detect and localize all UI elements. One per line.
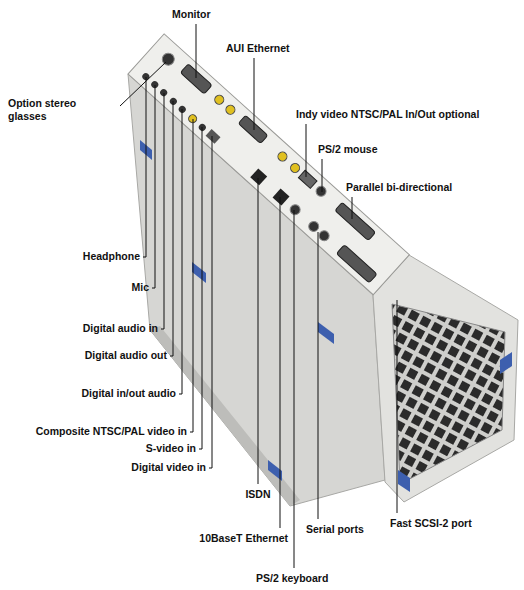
ethernet-port (273, 189, 290, 206)
blue-clip (318, 322, 334, 344)
rca-jack (289, 162, 302, 175)
callout-label: S-video in (146, 442, 196, 455)
serial-port (307, 219, 321, 233)
leader-line (397, 300, 398, 513)
leader-line (294, 210, 295, 568)
callout-label: Mic (131, 281, 149, 294)
blue-clip (398, 470, 410, 492)
callout-label: Monitor (172, 8, 211, 21)
leader-line (254, 58, 255, 130)
leader-line (306, 124, 307, 177)
parallel-port (335, 202, 376, 240)
serial-port (317, 229, 331, 243)
leader-line (209, 136, 212, 468)
keyboard-port (288, 203, 302, 217)
callout-label: Digital audio in (83, 322, 158, 335)
leader-line (170, 101, 173, 356)
rca-jack (224, 103, 237, 116)
leader-line (322, 159, 323, 192)
leader-line (196, 24, 197, 78)
blue-clip (192, 262, 206, 283)
callout-label: Serial ports (306, 523, 364, 536)
panel-plate (128, 34, 409, 295)
leader-line (318, 232, 319, 519)
callout-label: Headphone (83, 250, 140, 263)
leader-line (143, 77, 146, 257)
back-panel (128, 34, 409, 295)
callout-label: Fast SCSI-2 port (390, 517, 472, 530)
leader-line (199, 127, 202, 449)
callout-label: Parallel bi-directional (346, 181, 452, 194)
callout-label: AUI Ethernet (226, 42, 290, 55)
callout-label: 10BaseT Ethernet (199, 532, 288, 545)
chassis-side (128, 74, 385, 506)
audio-jacks (141, 71, 221, 144)
callout-label: Digital in/out audio (82, 387, 177, 400)
leader-line (352, 197, 353, 219)
callout-label: Composite NTSC/PAL video in (36, 425, 187, 438)
rca-jack (213, 93, 226, 106)
isdn-port (250, 168, 267, 185)
callout-label: ISDN (245, 488, 270, 501)
leader-lines (120, 24, 397, 568)
callout-label: Option stereo glasses (8, 97, 116, 123)
leader-line (179, 109, 182, 394)
mouse-port (314, 184, 328, 198)
callout-label: PS/2 keyboard (256, 572, 328, 585)
leader-line (190, 119, 193, 432)
scsi-port (336, 245, 377, 283)
callout-label: Digital video in (131, 461, 206, 474)
callout-label: Digital audio out (85, 349, 167, 362)
leader-line (280, 197, 281, 528)
leader-line (161, 93, 164, 329)
vent-grille (392, 304, 505, 484)
leader-line (152, 85, 155, 288)
callout-label: PS/2 mouse (318, 143, 378, 156)
leader-line (258, 178, 259, 484)
video-port (298, 170, 317, 188)
callout-label: Indy video NTSC/PAL In/Out optional (296, 108, 479, 121)
power-supply (373, 255, 518, 502)
rca-jack (276, 150, 289, 163)
aui-port (238, 115, 268, 143)
blue-clip (500, 352, 512, 374)
leader-line (120, 62, 166, 106)
